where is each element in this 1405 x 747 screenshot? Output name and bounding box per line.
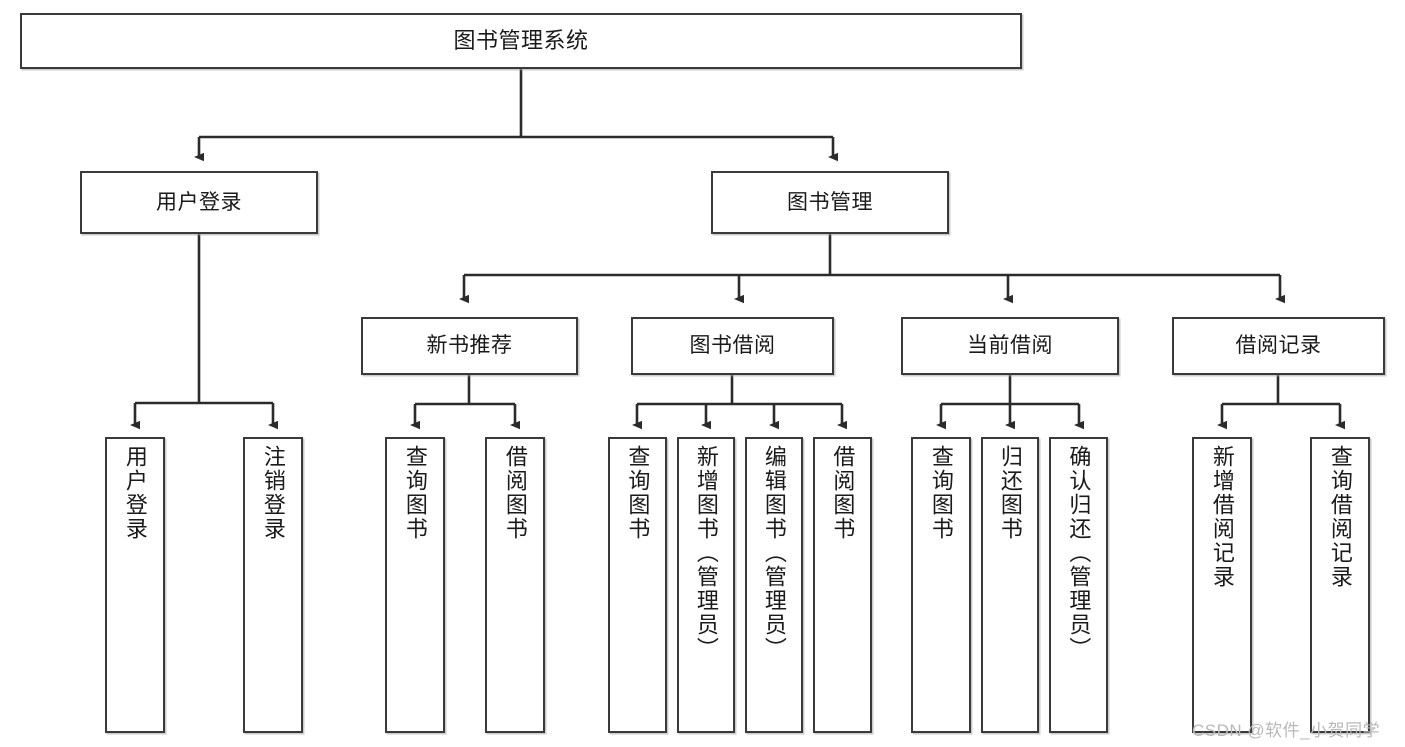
leaf-add-borrow-record[interactable]: 新增借阅记录 xyxy=(1192,437,1252,733)
node-label: 借阅图书 xyxy=(502,445,528,541)
leaf-query-book-recommend[interactable]: 查询图书 xyxy=(385,437,445,733)
leaf-user-login[interactable]: 用户登录 xyxy=(105,437,165,733)
node-label: 用户登录 xyxy=(122,445,148,541)
node-label: 查询图书 xyxy=(402,445,428,541)
leaf-add-book-admin[interactable]: 新增图书（管理员） xyxy=(677,437,735,733)
node-book-borrow[interactable]: 图书借阅 xyxy=(631,317,834,375)
leaf-borrow-book[interactable]: 借阅图书 xyxy=(813,437,872,733)
node-label: 借阅记录 xyxy=(1235,334,1322,358)
leaf-logout[interactable]: 注销登录 xyxy=(243,437,303,733)
node-book-management[interactable]: 图书管理 xyxy=(711,171,949,234)
node-label: 新增图书（管理员） xyxy=(693,445,719,661)
leaf-borrow-book-recommend[interactable]: 借阅图书 xyxy=(485,437,545,733)
node-label: 查询图书 xyxy=(625,445,651,541)
node-label: 查询图书 xyxy=(928,445,954,541)
node-label: 确认归还（管理员） xyxy=(1066,445,1092,661)
node-label: 图书管理系统 xyxy=(453,27,589,53)
leaf-query-book-borrow[interactable]: 查询图书 xyxy=(608,437,667,733)
node-user-login[interactable]: 用户登录 xyxy=(80,171,318,234)
node-current-borrow[interactable]: 当前借阅 xyxy=(901,317,1119,375)
node-label: 用户登录 xyxy=(156,190,242,214)
node-label: 借阅图书 xyxy=(830,445,856,541)
leaf-confirm-return-admin[interactable]: 确认归还（管理员） xyxy=(1049,437,1108,733)
node-label: 查询借阅记录 xyxy=(1327,445,1353,589)
leaf-edit-book-admin[interactable]: 编辑图书（管理员） xyxy=(745,437,803,733)
node-label: 新书推荐 xyxy=(426,334,513,358)
node-label: 图书借阅 xyxy=(689,334,776,358)
node-label: 新增借阅记录 xyxy=(1209,445,1235,589)
leaf-query-borrow-record[interactable]: 查询借阅记录 xyxy=(1310,437,1370,733)
watermark: CSDN @软件_小贺同学 xyxy=(1192,721,1381,740)
node-label: 注销登录 xyxy=(260,445,286,541)
node-label: 图书管理 xyxy=(787,190,873,214)
node-new-book-recommend[interactable]: 新书推荐 xyxy=(361,317,578,375)
leaf-return-book[interactable]: 归还图书 xyxy=(981,437,1039,733)
leaf-query-book-current[interactable]: 查询图书 xyxy=(911,437,971,733)
node-label: 编辑图书（管理员） xyxy=(761,445,787,661)
node-label: 当前借阅 xyxy=(967,334,1053,358)
node-borrow-record[interactable]: 借阅记录 xyxy=(1172,317,1385,375)
node-system-root[interactable]: 图书管理系统 xyxy=(20,13,1022,69)
node-label: 归还图书 xyxy=(997,445,1023,541)
